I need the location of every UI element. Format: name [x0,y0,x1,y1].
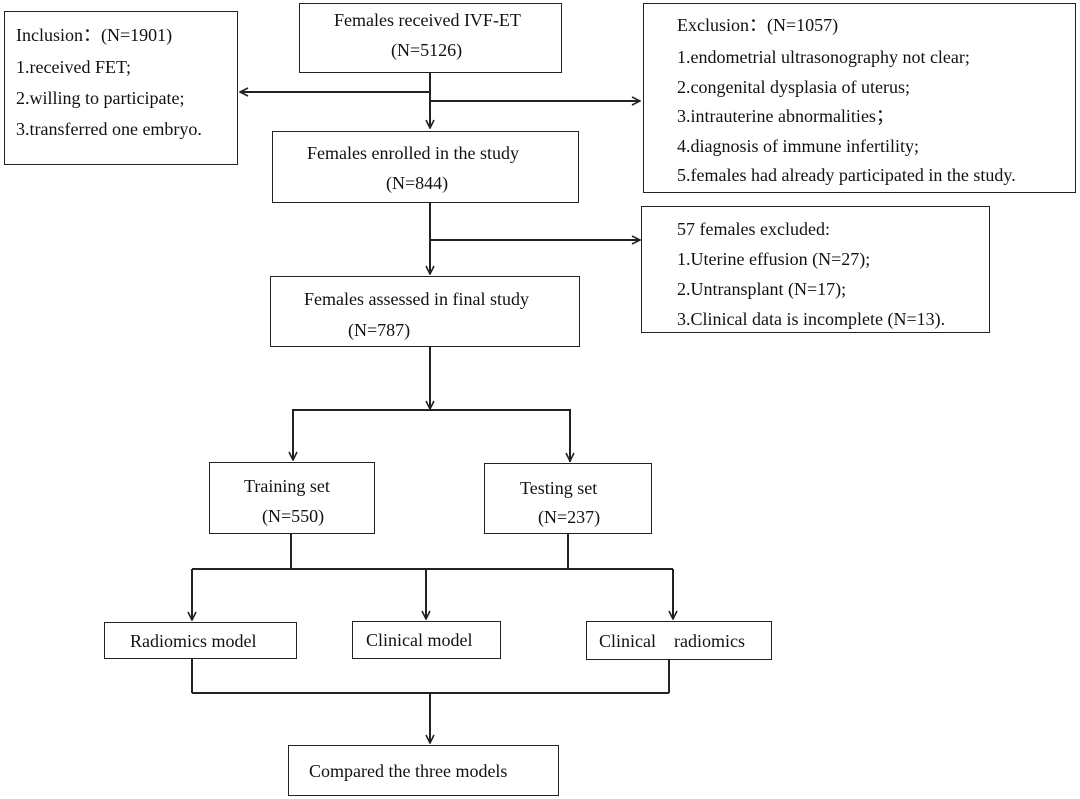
exclusion-item-1: 1.endometrial ultrasonography not clear; [677,47,970,67]
testing-set-count: (N=237) [538,507,601,527]
compare-box: Compared the three models [288,745,559,796]
final-study-count: (N=787) [348,320,411,340]
start-box: Females received IVF-ET (N=5126) [299,3,562,73]
training-set-title: Training set [244,476,330,496]
start-title: Females received IVF-ET [334,10,521,30]
exclusion-box: Exclusion：(N=1057) 1.endometrial ultraso… [643,3,1076,193]
inclusion-item-3: 3.transferred one embryo. [16,119,202,139]
final-study-title: Females assessed in final study [304,289,529,309]
excluded-57-item-3: 3.Clinical data is incomplete (N=13). [677,309,946,329]
exclusion-item-4: 4.diagnosis of immune infertility; [677,136,919,156]
inclusion-item-1: 1.received FET; [16,57,131,77]
clinical-model-box: Clinical model [352,621,501,659]
excluded-57-box: 57 females excluded: 1.Uterine effusion … [641,206,990,333]
clinical-radiomics-box: Clinical radiomics [586,621,772,660]
testing-set-title: Testing set [520,478,598,498]
inclusion-box: Inclusion：(N=1901) 1.received FET; 2.wil… [4,11,238,165]
training-set-count: (N=550) [262,506,325,526]
inclusion-item-2: 2.willing to participate; [16,88,185,108]
enrolled-title: Females enrolled in the study [307,143,519,163]
exclusion-item-3: 3.intrauterine abnormalities； [677,106,894,126]
excluded-57-header: 57 females excluded: [677,219,830,239]
start-count: (N=5126) [391,40,463,60]
inclusion-header: Inclusion：(N=1901) [16,25,173,45]
excluded-57-item-1: 1.Uterine effusion (N=27); [677,249,871,269]
radiomics-model-label: Radiomics model [130,631,257,651]
training-set-box: Training set (N=550) [209,462,375,534]
excluded-57-item-2: 2.Untransplant (N=17); [677,279,847,299]
exclusion-header: Exclusion：(N=1057) [677,15,839,35]
clinical-radiomics-label: Clinical radiomics [599,631,745,651]
final-study-box: Females assessed in final study (N=787) [270,276,580,347]
enrolled-count: (N=844) [386,173,449,193]
exclusion-item-5: 5.females had already participated in th… [677,165,1016,185]
testing-set-box: Testing set (N=237) [484,463,652,534]
clinical-model-label: Clinical model [366,630,473,650]
exclusion-item-2: 2.congenital dysplasia of uterus; [677,77,910,97]
enrolled-box: Females enrolled in the study (N=844) [272,131,579,203]
connector-split-bar [292,409,571,462]
compare-label: Compared the three models [309,761,508,781]
radiomics-model-box: Radiomics model [104,622,297,659]
